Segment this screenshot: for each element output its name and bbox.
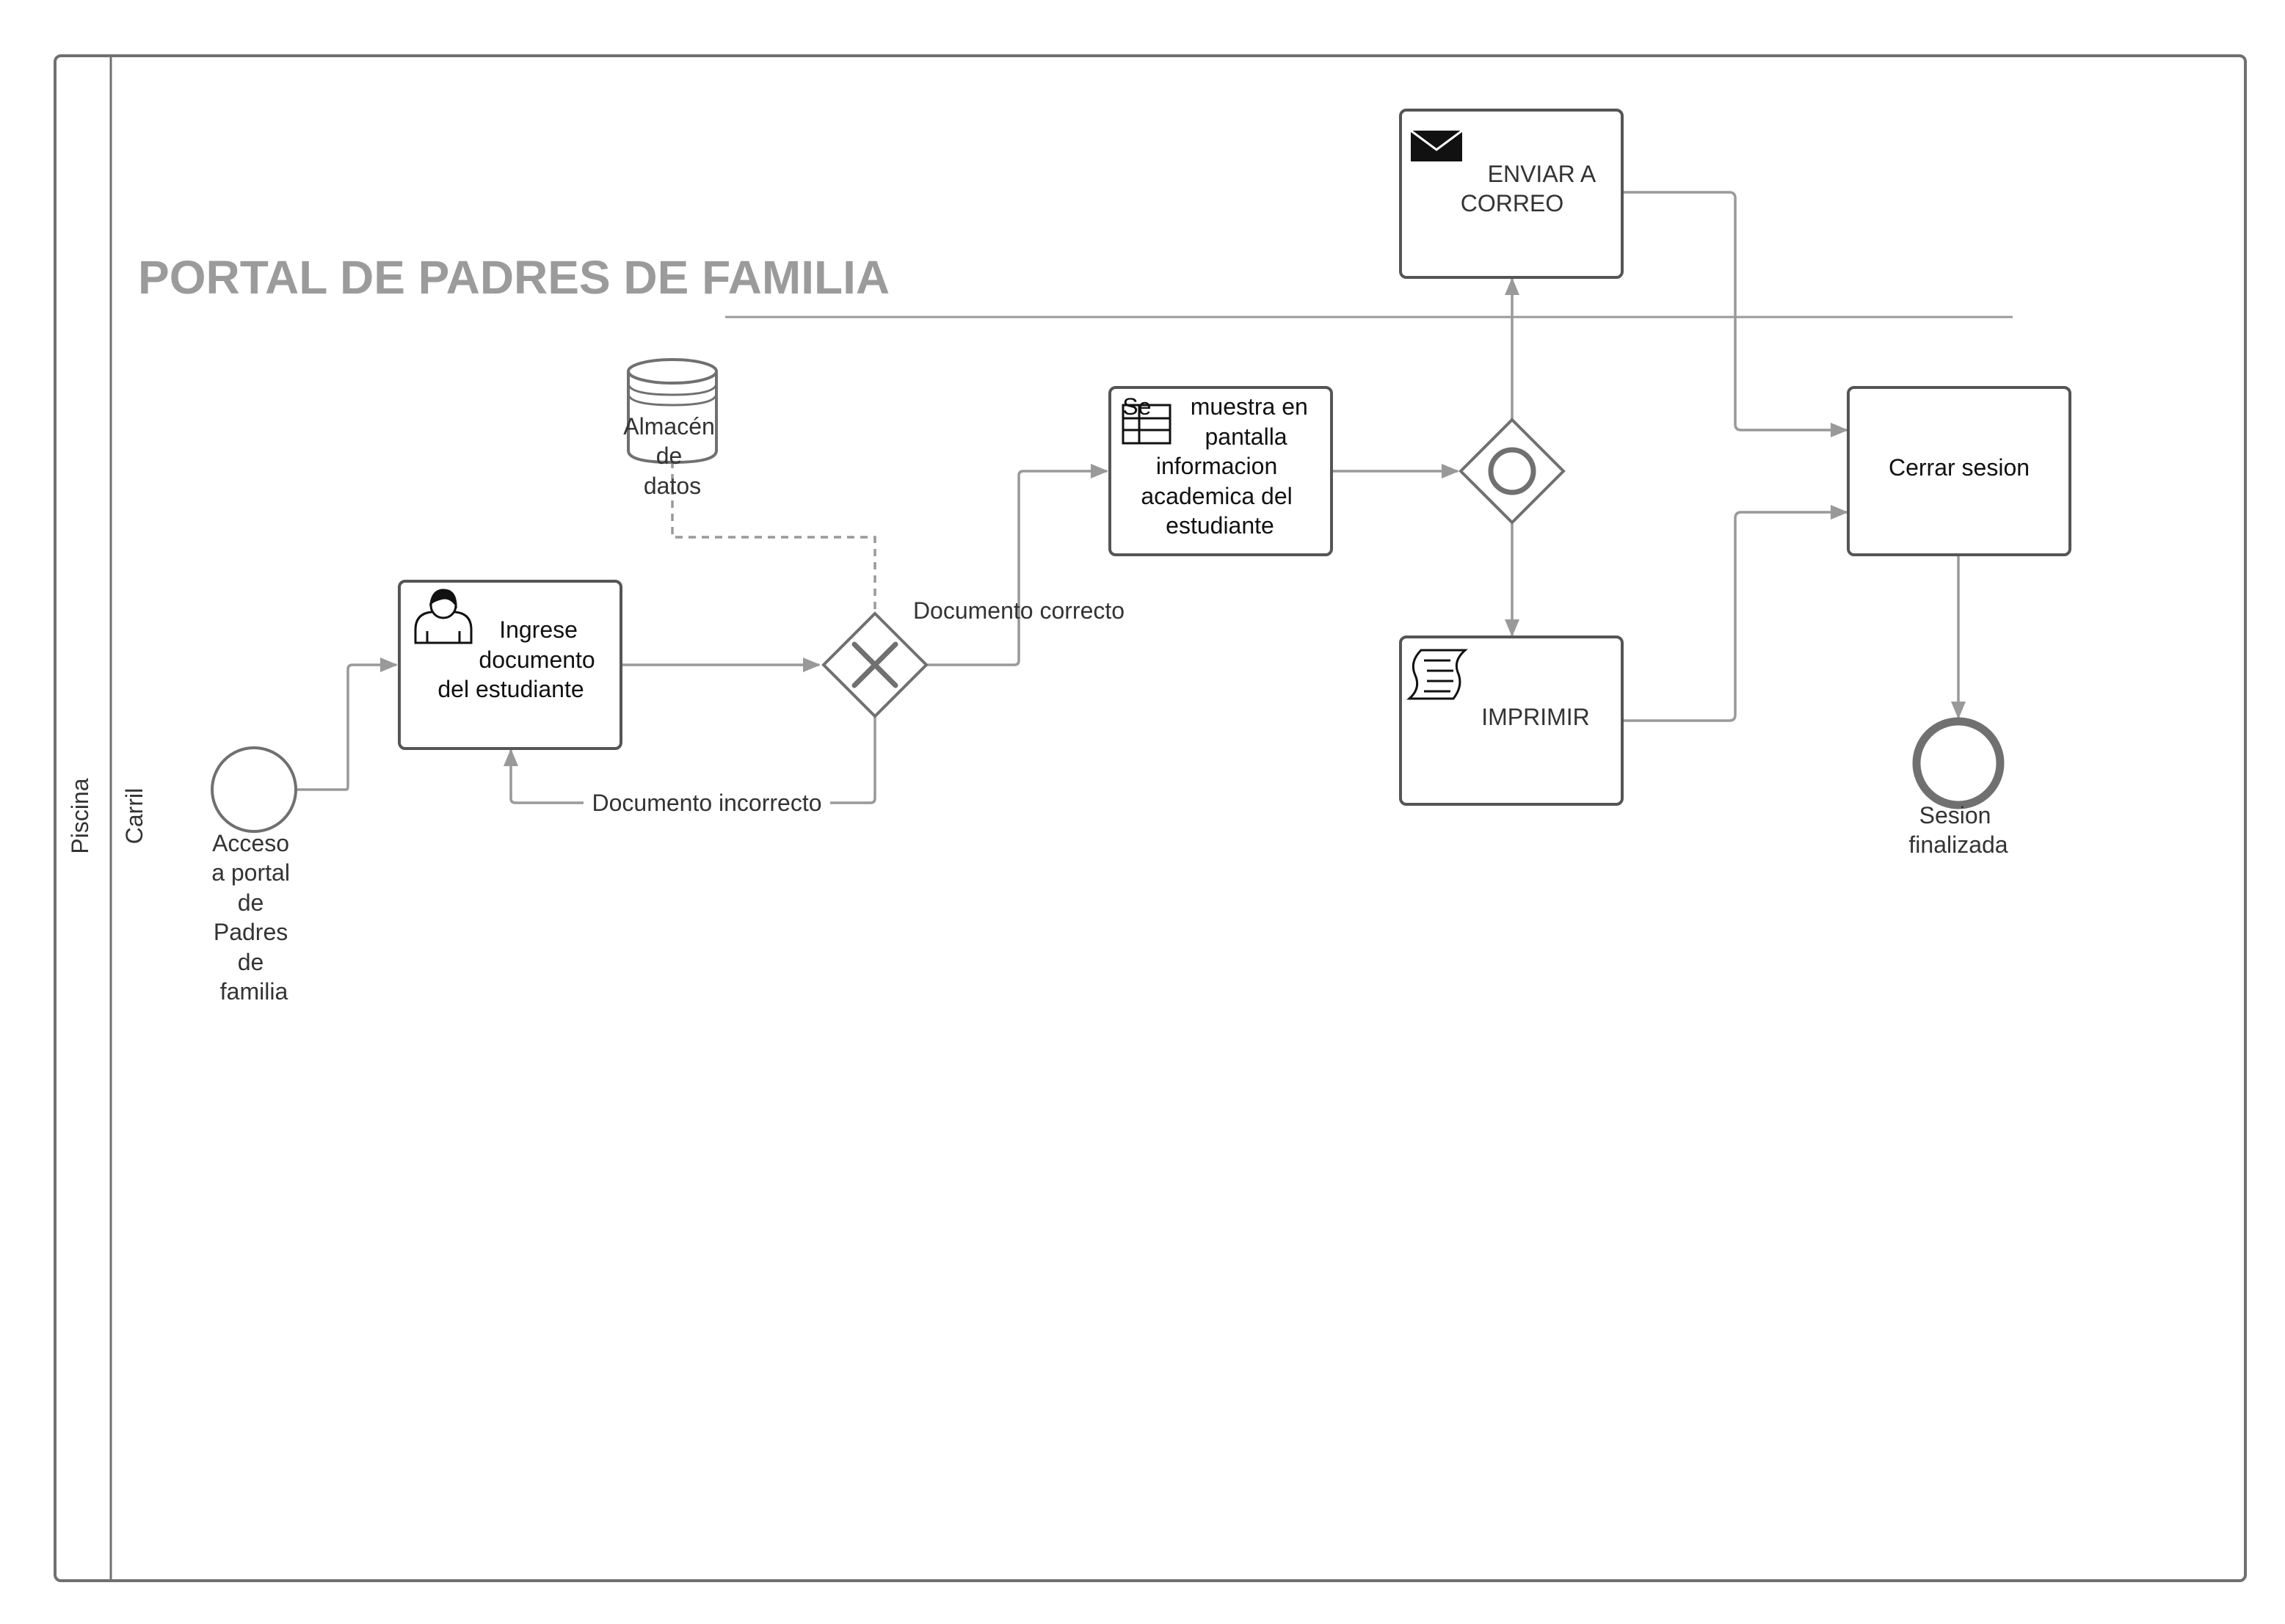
pool: Piscina Carril [54,54,2247,1582]
flow-label-incorrecto: Documento incorrecto [592,790,821,816]
user-icon [414,589,473,644]
table-icon [1122,404,1171,445]
task-imprimir[interactable]: IMPRIMIR [1399,636,1624,806]
x-icon [851,641,898,688]
task-ingrese-label: Ingrese documento del estudiante [437,616,601,702]
page-title: PORTAL DE PADRES DE FAMILIA [138,251,890,304]
flow-label-bg [584,788,830,818]
task-muestra-informacion[interactable]: Se muestra en pantalla informacion acade… [1108,386,1333,556]
script-icon [1406,649,1468,700]
database-icon [627,358,718,465]
start-event[interactable] [211,746,297,833]
pool-label: Piscina [67,778,93,853]
end-event[interactable] [1912,717,2005,809]
task-cerrar-label: Cerrar sesion [1889,454,2030,481]
end-event-label: Sesion finalizada [1908,802,2008,858]
task-enviar-correo[interactable]: ENVIAR A CORREO [1399,109,1624,279]
sequence-flows [297,191,1966,804]
start-event-label: Acceso a portal de Padres de familia [211,830,297,1005]
data-store[interactable]: Almacén de datos [623,358,721,499]
lane-label: Carril [121,788,148,844]
exclusive-gateway[interactable] [821,611,929,718]
event-gateway[interactable] [1458,418,1566,525]
task-muestra-label: Se muestra en pantalla informacion acade… [1122,393,1314,539]
circle-icon [1488,447,1536,495]
envelope-icon [1410,129,1463,161]
task-correo-label: ENVIAR A CORREO [1461,161,1602,216]
data-association [671,461,876,613]
data-store-label: Almacén de datos [623,413,721,499]
task-ingrese-documento[interactable]: Ingrese documento del estudiante [398,580,622,750]
flow-label-correcto: Documento correcto [913,597,1125,624]
task-cerrar-sesion[interactable]: Cerrar sesion [1847,386,2071,556]
task-imprimir-label: IMPRIMIR [1481,704,1590,730]
